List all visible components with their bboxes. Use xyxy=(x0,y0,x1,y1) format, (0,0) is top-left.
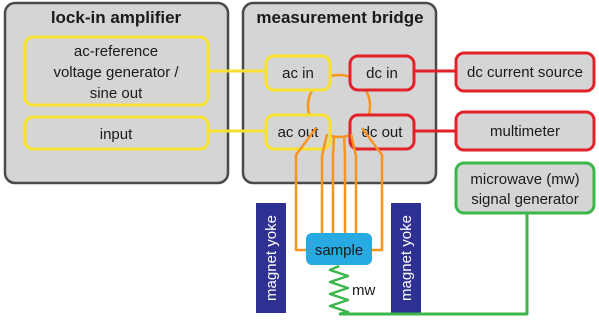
ac-reference-label-line2: voltage generator / xyxy=(53,64,179,81)
dc-current-source-box xyxy=(454,51,596,93)
lockin-amplifier-title: lock-in amplifier xyxy=(51,8,182,27)
lockin-input-box xyxy=(23,115,210,151)
microwave-connection-line xyxy=(339,213,529,316)
magnet-yoke-left-label: magnet yoke xyxy=(263,215,280,301)
microwave-generator-label-line1: microwave (mw) xyxy=(470,171,579,188)
microwave-coil xyxy=(328,264,350,316)
magnet-yoke-right xyxy=(391,203,421,313)
multimeter-box xyxy=(454,110,596,152)
magnet-yoke-right-label: magnet yoke xyxy=(398,215,415,301)
microwave-generator-label-line2: signal generator xyxy=(471,191,579,208)
multimeter-label: multimeter xyxy=(490,123,560,140)
mw-label: mw xyxy=(352,282,375,299)
microwave-generator-box xyxy=(454,161,596,215)
dc-out-port xyxy=(348,113,416,151)
sample-contact-leads xyxy=(294,127,384,252)
ac-in-port xyxy=(264,54,332,92)
ac-reference-label-line1: ac-reference xyxy=(74,43,158,60)
sample-label: sample xyxy=(315,242,363,259)
bridge-circuit-circle xyxy=(306,73,372,139)
dc-in-port-label: dc in xyxy=(366,65,398,82)
lockin-input-label: input xyxy=(100,126,133,143)
measurement-bridge-panel xyxy=(241,1,438,185)
ac-in-port-label: ac in xyxy=(282,65,314,82)
ac-out-port xyxy=(264,113,332,151)
dc-out-port-label: dc out xyxy=(362,124,404,141)
ac-reference-label-line3: sine out xyxy=(90,85,143,102)
sample-block xyxy=(306,233,372,265)
measurement-bridge-title: measurement bridge xyxy=(256,8,423,27)
dc-in-port xyxy=(348,54,416,92)
dc-current-source-label: dc current source xyxy=(467,64,583,81)
magnet-yoke-left xyxy=(256,203,286,313)
